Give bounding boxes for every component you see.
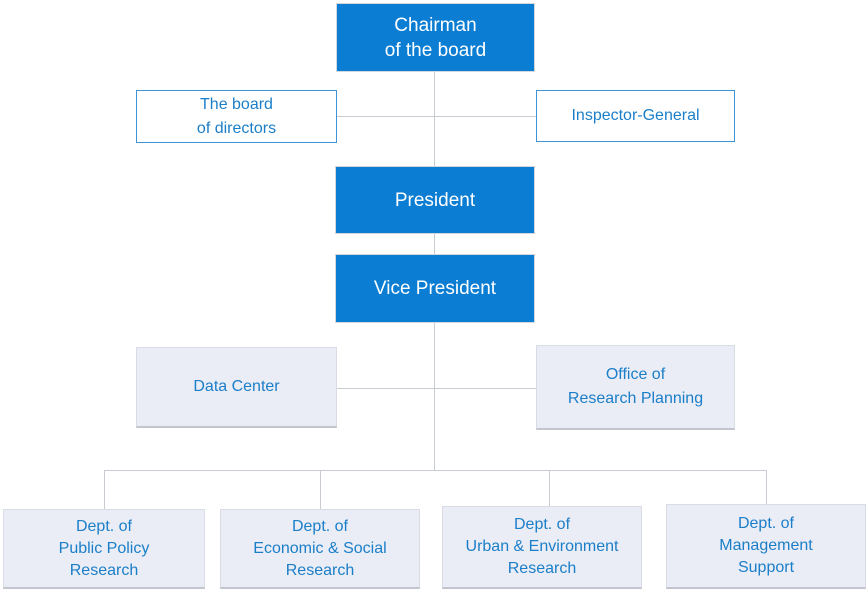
- node-dept-management-support: Dept. of Management Support: [666, 504, 866, 589]
- node-president: President: [335, 166, 535, 234]
- node-dept-public-policy-research: Dept. of Public Policy Research: [3, 509, 205, 589]
- connector-chairman-president: [434, 72, 435, 166]
- connector-vicepresident-depts: [434, 323, 435, 470]
- connector-drop-dept3: [549, 470, 550, 506]
- connector-drop-dept4: [766, 470, 767, 504]
- node-office-of-research-planning: Office of Research Planning: [536, 345, 735, 430]
- node-chairman: Chairman of the board: [336, 3, 535, 72]
- node-dept-urban-environment-research: Dept. of Urban & Environment Research: [442, 506, 642, 589]
- node-inspector-general: Inspector-General: [536, 90, 735, 142]
- node-dept-economic-social-research: Dept. of Economic & Social Research: [220, 509, 420, 589]
- connector-depts-horizontal: [104, 470, 766, 471]
- node-data-center: Data Center: [136, 347, 337, 428]
- node-board-of-directors: The board of directors: [136, 90, 337, 143]
- connector-drop-dept1: [104, 470, 105, 509]
- connector-drop-dept2: [320, 470, 321, 509]
- connector-datacenter-office: [337, 388, 536, 389]
- node-vice-president: Vice President: [335, 254, 535, 323]
- connector-president-vicepresident: [434, 234, 435, 254]
- connector-board-inspector: [337, 116, 536, 117]
